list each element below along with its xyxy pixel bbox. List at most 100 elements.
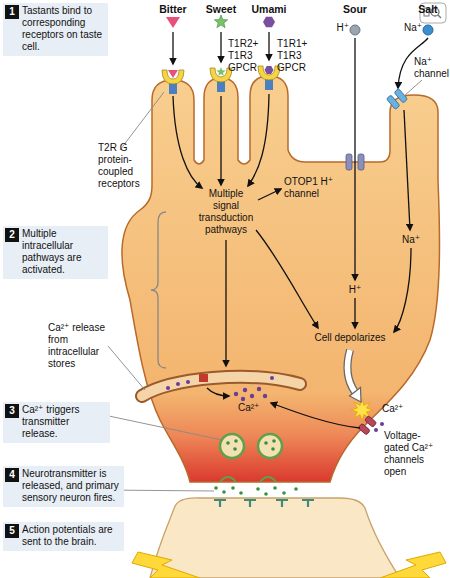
action-potential-bolt (380, 552, 446, 578)
flow-arrow (220, 32, 221, 62)
transmitter-receptors (214, 500, 314, 507)
transmitter-dot (233, 447, 237, 451)
calcium-ion (176, 382, 180, 386)
flow-arrow (173, 96, 202, 188)
transmitter-dot (282, 491, 286, 495)
transmitter-dot (222, 490, 226, 494)
part-label: Ca²⁺ (382, 403, 412, 415)
tastant-name: Sweet (201, 3, 241, 15)
transmitter-dot (256, 487, 260, 491)
tastant-name: Salt (408, 3, 448, 15)
hollow-arrowhead (350, 388, 362, 403)
flow-arrow (225, 240, 226, 366)
synaptic-vesicle (220, 434, 244, 458)
tastant-name: Umami (247, 3, 291, 15)
part-label: T1R1+ T1R3 GPCR (277, 38, 311, 74)
calcium-ion (374, 428, 378, 432)
part-label: H⁺ (343, 284, 367, 296)
step-text: Multiple intracellular pathways are acti… (22, 228, 104, 276)
step-bracket (151, 212, 166, 368)
bound-tastant (168, 70, 178, 78)
flow-arrow (404, 110, 410, 230)
flow-arrow (207, 388, 229, 396)
step-callout: 3Ca²⁺ triggers transmitter release. (3, 402, 110, 443)
part-label: Cell depolarizes (300, 332, 400, 344)
leader-line (108, 346, 145, 390)
tastant-name: Bitter (153, 3, 193, 15)
zoom-handle (438, 15, 441, 18)
hollow-arrow (348, 350, 355, 392)
part-label: T1R2+ T1R3 GPCR (228, 38, 262, 74)
part-label: OTOP1 H⁺ channel (284, 176, 336, 200)
part-label: T2R G protein-coupled receptors (98, 142, 150, 190)
step-text: Action potentials are sent to the brain. (22, 524, 120, 548)
transmitter-dot (264, 441, 268, 445)
flow-arrow (271, 403, 360, 428)
callout-number: 1 (5, 5, 19, 19)
part-label: H⁺ (329, 22, 349, 34)
channel-subunit (358, 423, 370, 435)
sweet-tastant (214, 15, 227, 28)
bound-tastant (216, 67, 225, 76)
leader-line (404, 80, 422, 96)
part-label: Multiple signal transduction pathways (195, 188, 257, 236)
receptor-cup (258, 66, 280, 80)
flow-arrow (354, 38, 355, 280)
calcium-ion (263, 394, 267, 398)
calcium-ion (241, 397, 245, 401)
part-label: Voltage-gated Ca²⁺ channels open (384, 430, 436, 478)
part-label: Ca²⁺ release from intracellular stores (48, 322, 108, 370)
neurotransmitter (214, 439, 298, 496)
transmitter-dot (273, 486, 277, 490)
part-label: Na⁺ (401, 22, 422, 34)
step-callout: 4Neurotransmitter is released, and prima… (3, 466, 124, 507)
flow-arrow (220, 96, 221, 185)
calcium-ion (270, 376, 274, 380)
hollow-arrow-outline (348, 350, 355, 392)
transmitter-dot (264, 492, 268, 496)
callout-number: 5 (5, 524, 19, 538)
step-text: Ca²⁺ triggers transmitter release. (22, 404, 106, 440)
flow-arrow (394, 248, 411, 332)
transmitter-dot (234, 439, 238, 443)
transmitter-dot (231, 486, 235, 490)
proton (350, 25, 360, 35)
step-text: Tastants bind to corresponding receptors… (22, 5, 104, 53)
calcium-ion (250, 394, 254, 398)
otop1-channel (346, 154, 352, 170)
transmitter-dot (226, 441, 230, 445)
flow-arrow (248, 94, 269, 186)
pathway-arrows (173, 32, 428, 428)
sodium-channel (386, 88, 407, 109)
transmitter-dot (239, 491, 243, 495)
channel-subunit (364, 416, 376, 428)
transmitter-dot (294, 487, 298, 491)
calcium-ion (243, 388, 247, 392)
flow-arrow (268, 32, 269, 60)
transmitter-dot (271, 447, 275, 451)
flow-arrow (354, 298, 355, 328)
part-label: Na⁺ channel (414, 56, 450, 80)
er-release-channel (199, 374, 208, 382)
sensory-neuron (150, 498, 400, 578)
sodium-ion (423, 25, 433, 35)
calcium-ion (186, 380, 190, 384)
calcium-ion (257, 387, 261, 391)
flow-arrow (256, 230, 318, 328)
otop1-channel (358, 154, 364, 170)
endoplasmic-reticulum (142, 377, 300, 396)
umami-receptor (258, 66, 280, 90)
receptor-cup (162, 70, 184, 84)
umami-tastant (263, 17, 275, 27)
bitter-tastant (166, 17, 180, 28)
transmitter-dot (214, 486, 218, 490)
vesicle-fusion (220, 477, 276, 482)
step-callout: 1Tastants bind to corresponding receptor… (3, 3, 108, 56)
callout-number: 2 (5, 228, 19, 242)
calcium-ion (234, 392, 238, 396)
transmitter-dot (272, 439, 276, 443)
voltage-gated-channel (358, 416, 377, 435)
flow-arrow (258, 189, 281, 200)
step-callout: 2Multiple intracellular pathways are act… (3, 226, 108, 279)
